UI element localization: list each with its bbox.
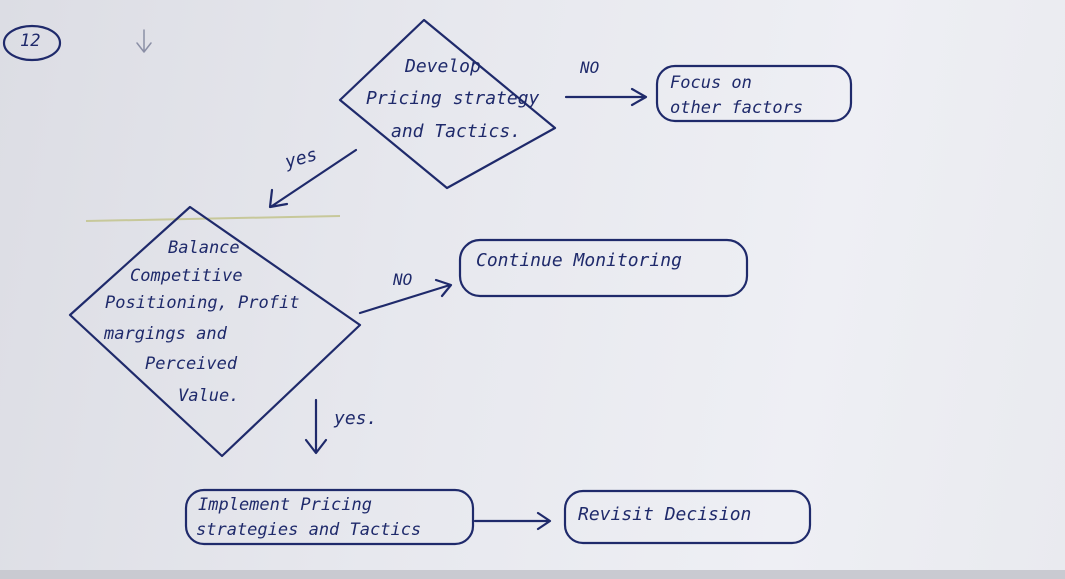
- balance-text-line-6: Value.: [178, 386, 240, 406]
- balance-text-line-2: Competitive: [130, 266, 243, 286]
- develop-text-line-3: and Tactics.: [391, 121, 522, 142]
- balance-yes-label: yes.: [334, 408, 378, 429]
- paper-edge: [0, 570, 1065, 579]
- arrow-develop-to-focus: [564, 87, 648, 107]
- develop-decision-diamond: [338, 18, 557, 190]
- revisit-text: Revisit Decision: [578, 504, 752, 525]
- focus-box-outline: [655, 64, 853, 123]
- arrow-implement-to-revisit: [473, 511, 552, 531]
- balance-text-line-1: Balance: [168, 238, 240, 258]
- continue-box-outline: [458, 238, 749, 298]
- balance-decision-diamond: [68, 205, 362, 458]
- implement-box-outline: [184, 488, 475, 546]
- faint-separator-line: [85, 215, 341, 222]
- develop-text-line-1: Develop: [405, 56, 481, 77]
- balance-text-line-5: Perceived: [145, 354, 238, 374]
- page-number: 12: [20, 31, 41, 51]
- balance-text-line-3: Positioning, Profit: [105, 293, 300, 313]
- implement-text-line-1: Implement Pricing: [198, 495, 372, 515]
- develop-no-label: NO: [580, 58, 600, 77]
- focus-text-line-1: Focus on: [670, 73, 752, 93]
- balance-text-line-4: margings and: [104, 324, 227, 344]
- arrow-balance-to-continue: [358, 278, 453, 315]
- develop-text-line-2: Pricing strategy: [366, 88, 540, 109]
- faint-arrow-mark: [136, 29, 152, 53]
- balance-no-label: NO: [393, 270, 413, 289]
- focus-text-line-2: other factors: [670, 98, 804, 118]
- arrow-develop-to-balance: [268, 148, 358, 209]
- page-number-circle: [2, 24, 62, 62]
- implement-text-line-2: strategies and Tactics: [196, 520, 422, 540]
- revisit-box-outline: [563, 489, 812, 545]
- arrow-balance-to-implement: [304, 398, 328, 455]
- continue-text: Continue Monitoring: [476, 250, 682, 271]
